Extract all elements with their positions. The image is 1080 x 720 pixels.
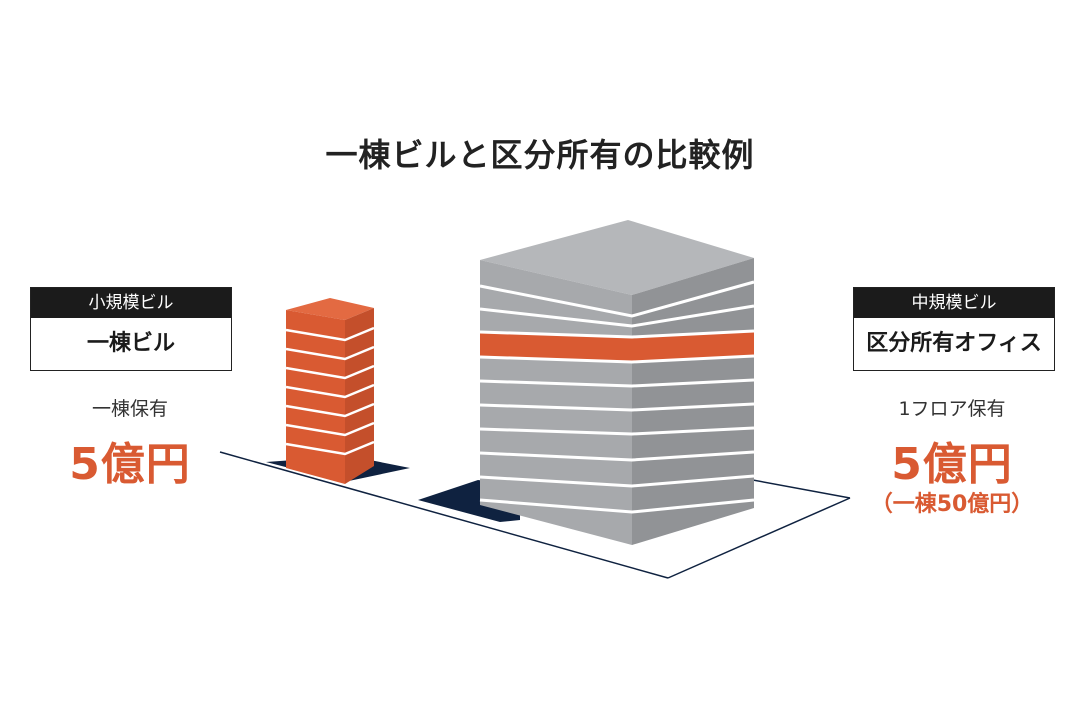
right-ownership: 1フロア保有 bbox=[898, 398, 1006, 420]
page-title: 一棟ビルと区分所有の比較例 bbox=[325, 136, 755, 174]
right-label-box: 中規模ビル 区分所有オフィス bbox=[853, 287, 1055, 371]
left-ownership: 一棟保有 bbox=[91, 398, 168, 420]
ground-outline bbox=[219, 451, 851, 579]
owned-floor-highlight bbox=[480, 331, 754, 362]
large-building bbox=[479, 220, 755, 545]
right-total-note: （一棟50億円） bbox=[870, 492, 1034, 517]
right-price: 5億円 bbox=[891, 439, 1013, 490]
left-caption: 小規模ビル bbox=[31, 288, 231, 318]
left-label-box: 小規模ビル 一棟ビル bbox=[30, 287, 232, 371]
right-label: 区分所有オフィス bbox=[866, 331, 1042, 356]
small-building bbox=[285, 298, 375, 484]
right-caption: 中規模ビル bbox=[854, 288, 1054, 318]
left-label: 一棟ビル bbox=[86, 331, 175, 356]
left-price: 5億円 bbox=[69, 439, 191, 490]
